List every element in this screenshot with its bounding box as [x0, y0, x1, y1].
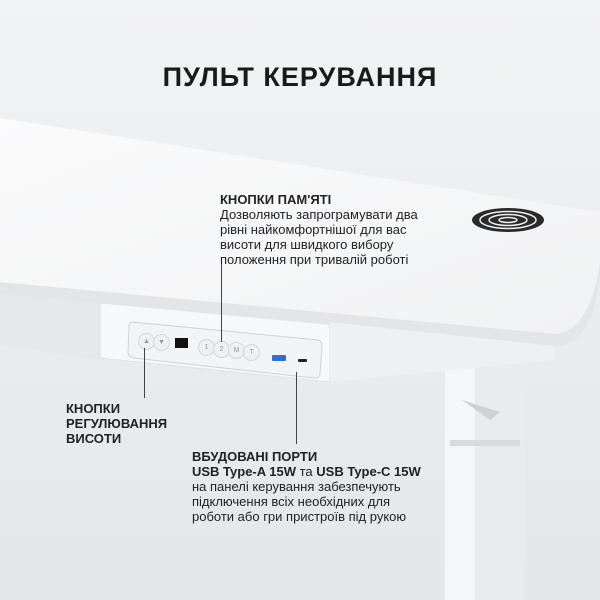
ports-callout-line — [296, 372, 297, 444]
memory-line: висоти для швидкого вибору — [220, 237, 394, 252]
memory-t-button[interactable]: T — [243, 344, 260, 361]
height-line: КНОПКИ — [66, 401, 121, 416]
height-down-button[interactable]: ▼ — [153, 334, 170, 351]
page-title: ПУЛЬТ КЕРУВАННЯ — [162, 62, 438, 92]
height-line: ВИСОТИ — [66, 431, 122, 446]
memory-line: Дозволяють запрограмувати два — [220, 207, 418, 222]
ports-line: підключення всіх необхідних для — [192, 494, 391, 509]
height-buttons-callout: КНОПКИ РЕГУЛЮВАННЯ ВИСОТИ — [66, 401, 167, 446]
wireless-charger-icon — [472, 208, 544, 232]
memory-line: рівні найкомфортнішої для вас — [220, 222, 407, 237]
ports-line: роботи або гри пристроїв під рукою — [192, 509, 407, 524]
ports-heading: ВБУДОВАНІ ПОРТИ — [192, 449, 318, 464]
desk-leg — [445, 350, 525, 600]
memory-heading: КНОПКИ ПАМ'ЯТІ — [220, 192, 332, 207]
memory-buttons-callout: КНОПКИ ПАМ'ЯТІ Дозволяють запрограмувати… — [220, 192, 418, 267]
ports-callout: ВБУДОВАНІ ПОРТИ USB Type-A 15W та USB Ty… — [192, 449, 421, 524]
ports-connector: та — [296, 464, 317, 479]
usb-a-label: USB Type-A 15W — [192, 464, 297, 479]
usb-c-label: USB Type-C 15W — [316, 464, 421, 479]
height-callout-line — [144, 348, 145, 398]
height-line: РЕГУЛЮВАННЯ — [66, 416, 168, 431]
memory-callout-line — [221, 262, 222, 342]
memory-line: положення при тривалій роботі — [220, 252, 409, 267]
ports-line: на панелі керування забезпечують — [192, 479, 401, 494]
